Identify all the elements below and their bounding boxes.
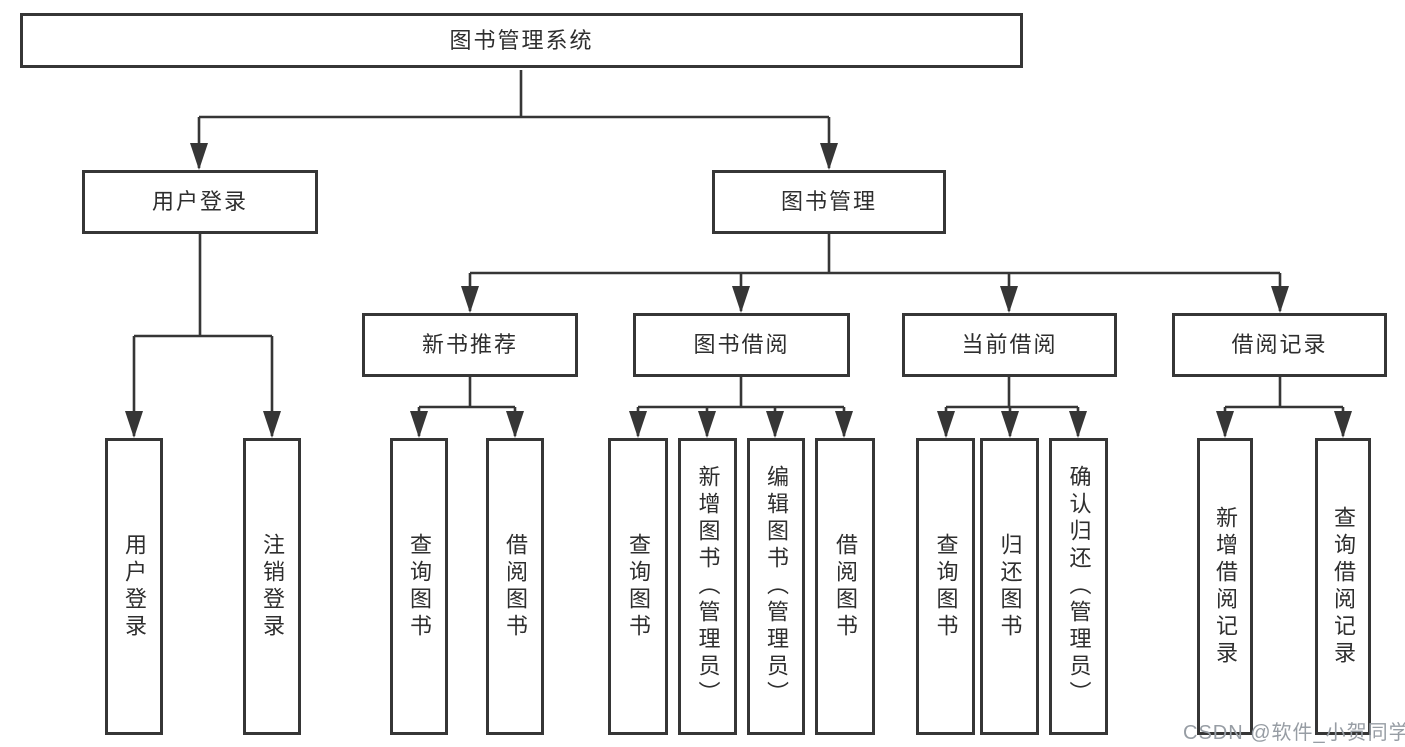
node-bb-query-label: 查询图书 xyxy=(626,532,651,641)
arrow-down-icon xyxy=(1069,411,1087,438)
node-new-book: 新书推荐 xyxy=(362,313,578,377)
node-root: 图书管理系统 xyxy=(20,13,1023,68)
arrow-down-icon xyxy=(1271,286,1289,313)
arrow-down-icon xyxy=(937,411,955,438)
node-current-borrow: 当前借阅 xyxy=(902,313,1117,377)
node-leaf-logout-label: 注销登录 xyxy=(260,532,285,641)
node-borrow-record-label: 借阅记录 xyxy=(1231,332,1328,357)
node-book-mgmt-label: 图书管理 xyxy=(780,189,877,214)
node-cb-return: 归还图书 xyxy=(980,438,1039,735)
node-bb-add: 新增图书（管理员） xyxy=(678,438,737,735)
node-book-mgmt: 图书管理 xyxy=(712,170,946,234)
node-leaf-login-label: 用户登录 xyxy=(122,532,147,641)
arrow-down-icon xyxy=(506,411,524,438)
node-bb-query: 查询图书 xyxy=(608,438,668,735)
arrow-down-icon xyxy=(698,411,716,438)
node-user-login-label: 用户登录 xyxy=(151,189,248,214)
node-user-login: 用户登录 xyxy=(82,170,318,234)
node-leaf-login: 用户登录 xyxy=(105,438,163,735)
node-nb-borrow-label: 借阅图书 xyxy=(503,532,528,641)
arrow-down-icon xyxy=(125,411,143,438)
node-br-add: 新增借阅记录 xyxy=(1197,438,1253,735)
node-br-add-label: 新增借阅记录 xyxy=(1213,505,1238,668)
connector-new-book xyxy=(417,377,517,436)
arrow-down-icon xyxy=(461,286,479,313)
node-cb-return-label: 归还图书 xyxy=(997,532,1023,641)
node-nb-query-label: 查询图书 xyxy=(407,532,432,641)
connector-book-borrow xyxy=(636,377,846,436)
node-bb-borrow: 借阅图书 xyxy=(815,438,875,735)
node-br-query: 查询借阅记录 xyxy=(1315,438,1371,735)
connector-user-login xyxy=(132,234,274,436)
node-current-borrow-label: 当前借阅 xyxy=(961,332,1058,357)
arrow-down-icon xyxy=(1000,286,1018,313)
node-root-label: 图书管理系统 xyxy=(449,27,594,53)
arrow-down-icon xyxy=(629,411,647,438)
node-leaf-logout: 注销登录 xyxy=(243,438,301,735)
arrow-down-icon xyxy=(1334,411,1352,438)
connector-book-mgmt xyxy=(468,234,1282,311)
node-nb-borrow: 借阅图书 xyxy=(486,438,544,735)
node-borrow-record: 借阅记录 xyxy=(1172,313,1387,377)
node-cb-confirm-label: 确认归还（管理员） xyxy=(1066,465,1092,708)
node-book-borrow-label: 图书借阅 xyxy=(693,332,790,357)
node-new-book-label: 新书推荐 xyxy=(421,332,518,357)
arrow-down-icon xyxy=(1001,411,1019,438)
connector-current-borrow xyxy=(944,377,1080,436)
node-br-query-label: 查询借阅记录 xyxy=(1331,505,1356,668)
node-cb-query-label: 查询图书 xyxy=(933,532,959,641)
arrow-down-icon xyxy=(410,411,428,438)
connector-root xyxy=(197,70,831,168)
node-book-borrow: 图书借阅 xyxy=(633,313,850,377)
arrow-down-icon xyxy=(820,143,838,170)
connector-borrow-record xyxy=(1223,377,1345,436)
node-nb-query: 查询图书 xyxy=(390,438,448,735)
arrow-down-icon xyxy=(766,411,784,438)
arrow-down-icon xyxy=(190,143,208,170)
node-cb-query: 查询图书 xyxy=(916,438,975,735)
node-cb-confirm: 确认归还（管理员） xyxy=(1049,438,1108,735)
arrow-down-icon xyxy=(732,286,750,313)
arrow-down-icon xyxy=(835,411,853,438)
node-bb-borrow-label: 借阅图书 xyxy=(833,532,858,641)
arrow-down-icon xyxy=(263,411,281,438)
node-bb-edit: 编辑图书（管理员） xyxy=(747,438,805,735)
arrow-down-icon xyxy=(1216,411,1234,438)
node-bb-edit-label: 编辑图书（管理员） xyxy=(764,465,789,708)
node-bb-add-label: 新增图书（管理员） xyxy=(695,465,721,708)
